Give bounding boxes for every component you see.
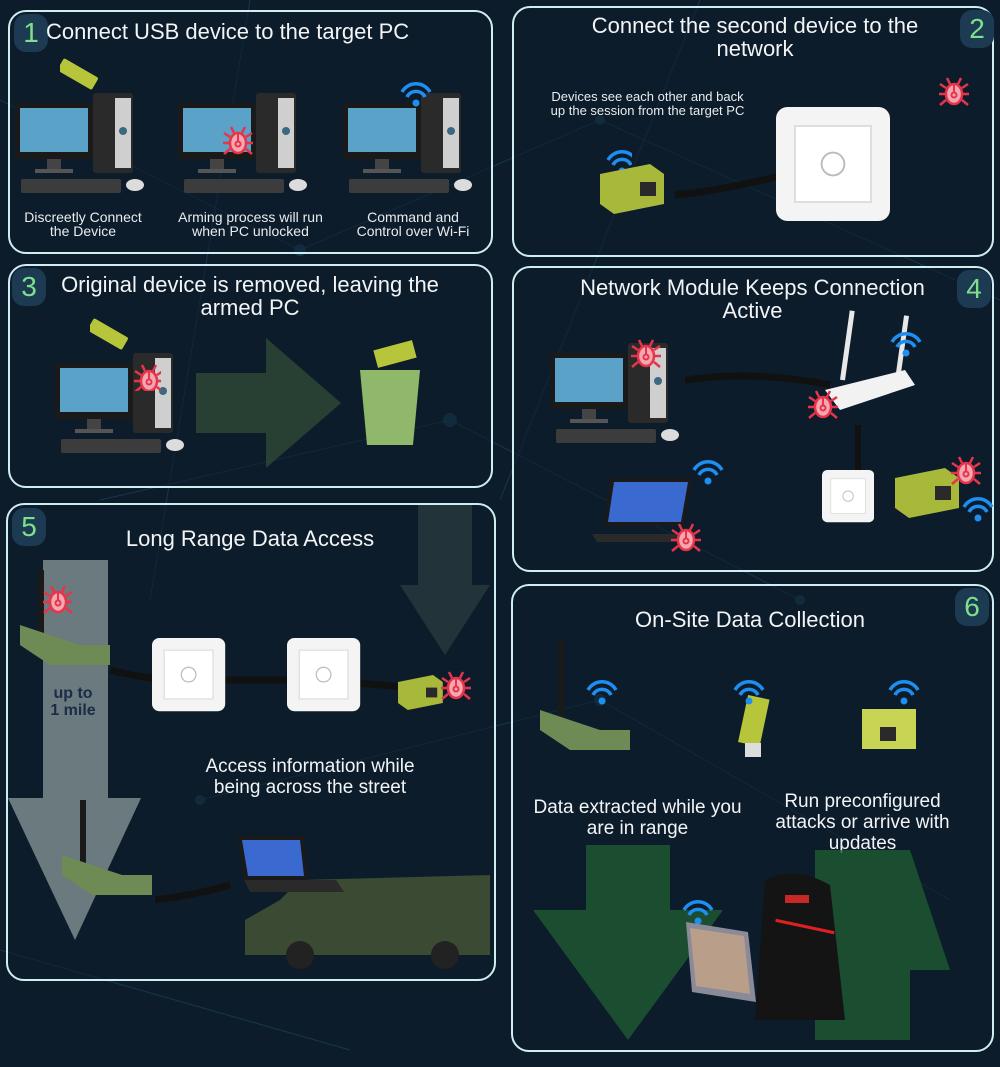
router-icon xyxy=(825,310,915,410)
step-4-number-badge: 4 xyxy=(957,270,991,308)
wifi-icon xyxy=(586,680,618,707)
wifi-icon xyxy=(890,332,922,359)
step-2-caption: Devices see each other and back up the s… xyxy=(550,89,745,118)
wifi-icon xyxy=(692,460,724,487)
bug-icon xyxy=(222,125,255,156)
step-5-title: Long Range Data Access xyxy=(125,526,375,551)
bug-icon xyxy=(630,338,663,369)
down-arrow-icon xyxy=(400,505,490,655)
wall-jack-icon xyxy=(287,638,361,712)
wifi-icon xyxy=(733,680,765,707)
step-6-number-badge: 6 xyxy=(955,588,989,626)
step-2-number-badge: 2 xyxy=(960,10,994,48)
wifi-icon xyxy=(400,82,432,108)
step-5-caption: Access information while being across th… xyxy=(205,756,415,798)
wall-jack-icon xyxy=(776,107,890,222)
step-3-number-badge: 3 xyxy=(12,268,46,306)
backpack-icon xyxy=(755,873,845,1020)
step-6-title: On-Site Data Collection xyxy=(635,607,865,632)
usb-device-icon xyxy=(60,58,99,91)
bug-icon xyxy=(42,584,72,614)
bug-icon xyxy=(950,455,982,486)
wall-jack-icon xyxy=(822,470,874,523)
step-6-caption-extracted: Data extracted while you are in range xyxy=(533,797,742,839)
step-1-number-badge: 1 xyxy=(14,14,48,52)
bug-icon xyxy=(440,670,473,701)
computer-icon xyxy=(15,93,144,193)
step-6-caption-attacks: Run preconfigured attacks or arrive with… xyxy=(775,791,950,854)
bug-icon xyxy=(670,522,703,553)
step-1-caption-c2: Command and Control over Wi-Fi xyxy=(356,209,470,239)
ethernet-cable xyxy=(685,372,831,389)
computer-icon xyxy=(55,353,184,453)
computer-icon xyxy=(550,343,679,443)
van-icon xyxy=(245,875,490,969)
range-label: up to 1 mile xyxy=(50,685,96,719)
bug-icon xyxy=(938,76,971,107)
down-arrow-icon xyxy=(533,845,723,1040)
step-1-caption-arming: Arming process will run when PC unlocked xyxy=(178,209,323,239)
step-2-title: Connect the second device to the network xyxy=(591,13,919,61)
step-2-panel xyxy=(512,6,994,257)
trash-can-icon xyxy=(360,340,420,445)
usb-device-icon xyxy=(738,695,770,757)
step-1-caption-connect: Discreetly Connect the Device xyxy=(24,209,142,239)
step-1-title: Connect USB device to the target PC xyxy=(46,19,410,44)
network-module-icon xyxy=(862,709,916,749)
wifi-icon xyxy=(962,497,994,524)
ethernet-cable xyxy=(155,881,231,904)
wifi-icon xyxy=(888,680,920,707)
right-arrow-icon xyxy=(196,338,341,468)
laptop-icon xyxy=(592,478,692,542)
laptop-icon xyxy=(686,922,756,1002)
step-3-title: Original device is removed, leaving the … xyxy=(61,272,439,320)
network-module-icon xyxy=(600,164,664,214)
usb-device-icon xyxy=(90,318,129,351)
up-arrow-icon xyxy=(815,850,950,1040)
step-4-title: Network Module Keeps Connection Active xyxy=(580,275,925,323)
laptop-icon xyxy=(238,836,344,892)
wall-jack-icon xyxy=(152,638,226,712)
bug-icon xyxy=(133,363,161,391)
computer-icon xyxy=(343,93,472,193)
step-5-number-badge: 5 xyxy=(12,508,46,546)
ethernet-cable xyxy=(855,425,861,473)
bug-icon xyxy=(807,389,840,420)
